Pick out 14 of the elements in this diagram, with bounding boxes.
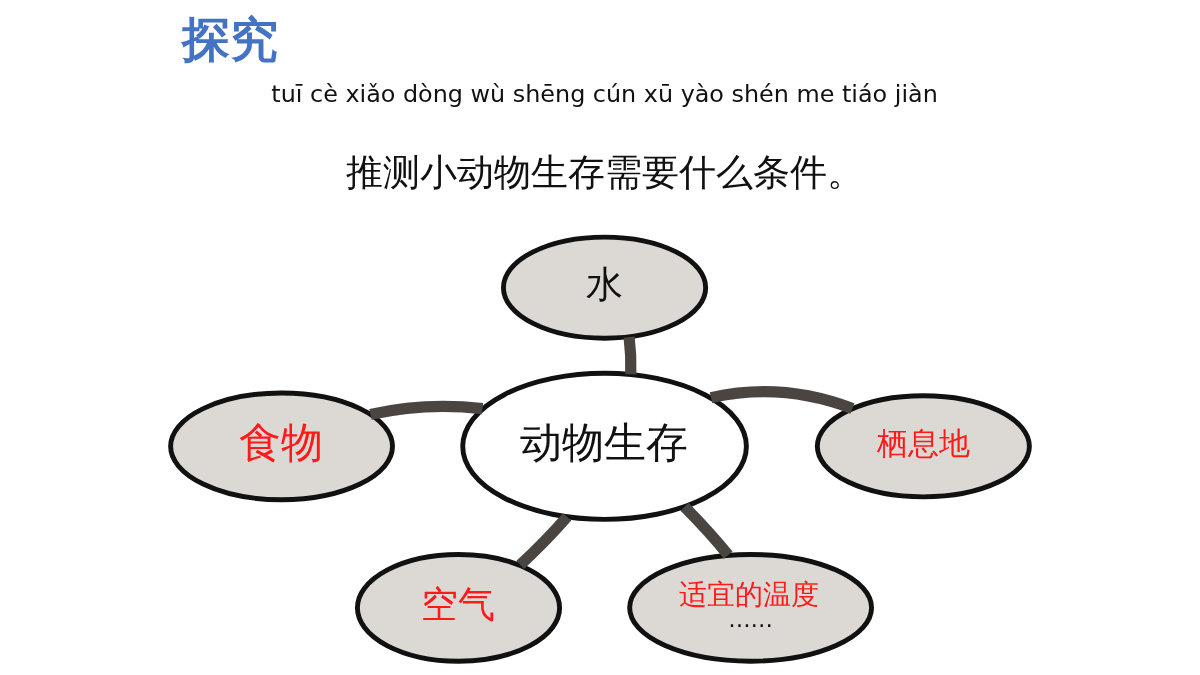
label: 推测小动物生存需要什么条件。 xyxy=(345,150,864,194)
node-ellipse: 适宜的温度 …… xyxy=(627,552,874,664)
connector xyxy=(709,386,855,414)
connector xyxy=(516,513,572,570)
node-ellipse: 动物生存 xyxy=(460,370,749,522)
node-ellipse: 水 xyxy=(501,234,709,341)
connector xyxy=(623,336,637,375)
connector xyxy=(680,502,733,559)
connector xyxy=(369,400,484,420)
label: tuī cè xiǎo dòng wù shēng cún xū yào shén me tiáo jiàn xyxy=(271,79,938,108)
node-ellipse: 栖息地 xyxy=(814,393,1032,500)
node-ellipse: 食物 xyxy=(168,390,395,503)
diagram-title: 探究 xyxy=(181,12,278,68)
node-ellipse: 空气 xyxy=(354,552,563,664)
